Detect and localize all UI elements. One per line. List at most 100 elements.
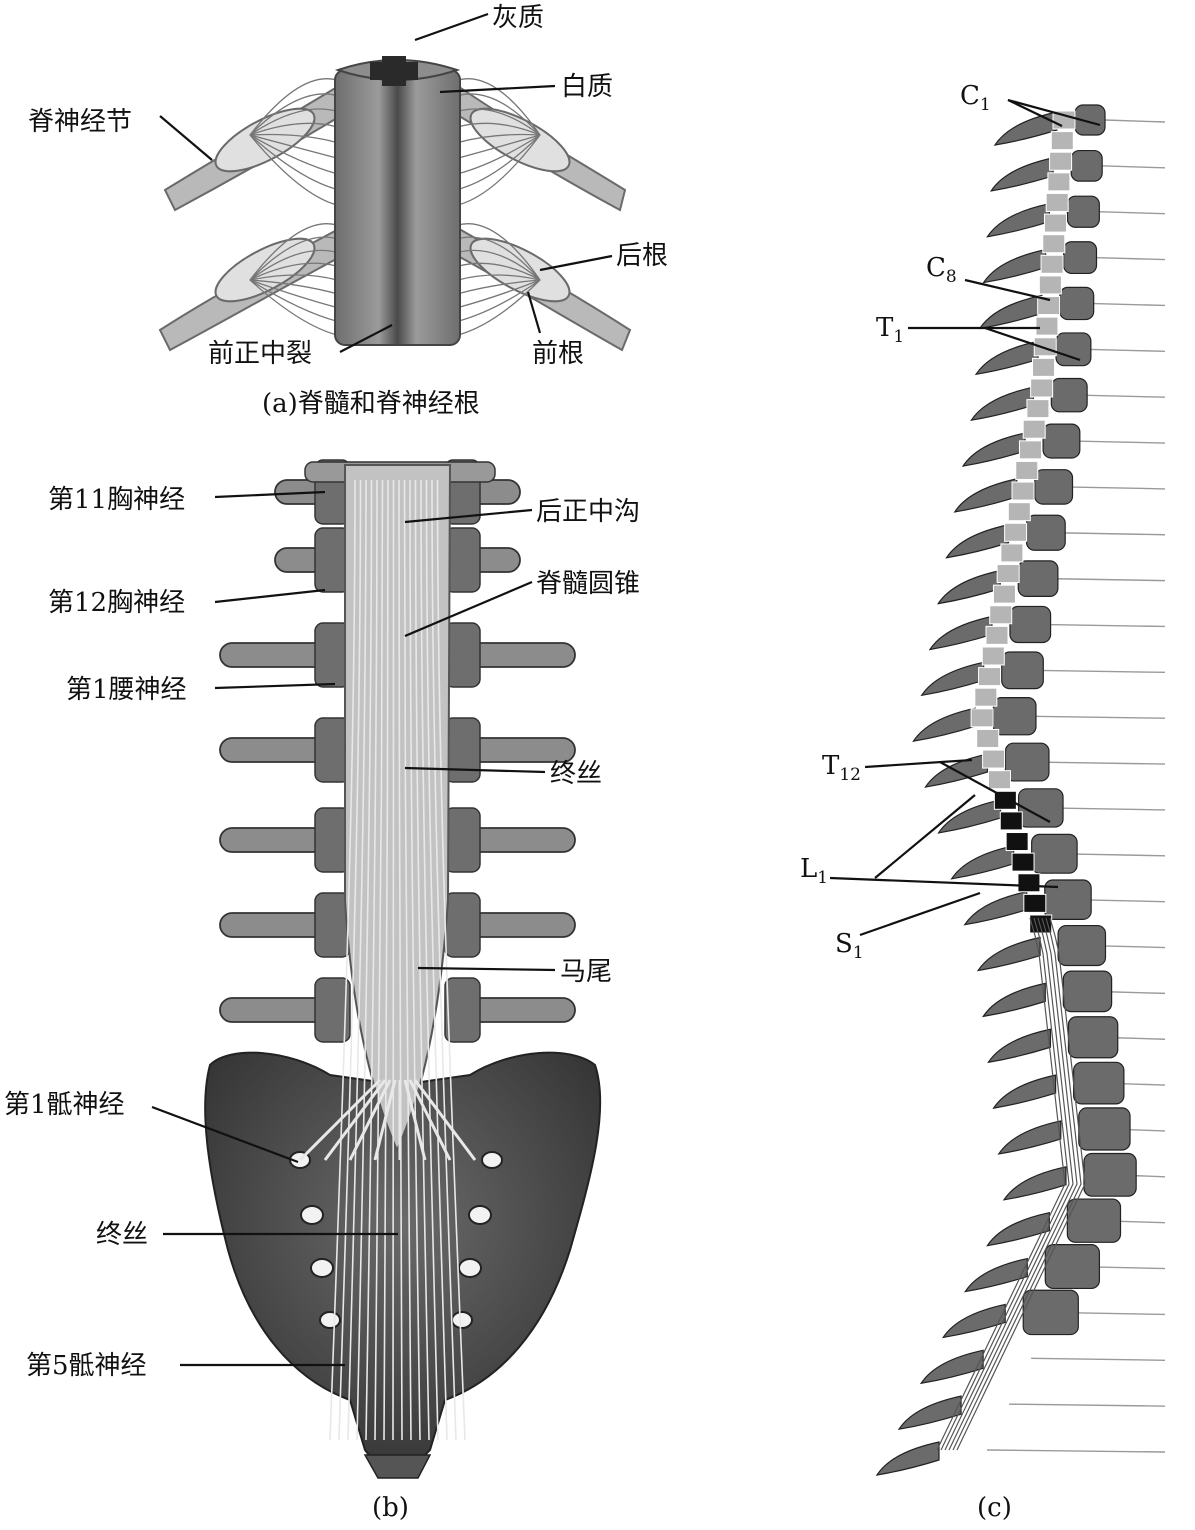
cord-segment — [1045, 192, 1069, 212]
spinous-process — [941, 1303, 1006, 1339]
spinous-process — [897, 1395, 962, 1430]
sacral-root — [413, 1079, 477, 1161]
spinous-process — [919, 1349, 984, 1385]
cord-segment — [1000, 543, 1024, 563]
vertebral-body — [1059, 286, 1095, 321]
cord-segment — [1030, 378, 1054, 398]
nerve-line — [1097, 211, 1166, 215]
spinous-process — [986, 1211, 1050, 1247]
cord-segment — [999, 811, 1023, 831]
leader-filum-upper — [404, 766, 546, 774]
vertebral-body — [1066, 1198, 1122, 1243]
caption-panel-c: (c) — [977, 1493, 1012, 1523]
leader-sacral-1 — [151, 1105, 299, 1164]
cauda-strand — [425, 479, 448, 1441]
leader-t12-b — [939, 761, 1051, 823]
cord-segment — [987, 770, 1011, 790]
leader-t1-b — [984, 326, 1081, 362]
label-anterior-median-fissure: 前正中裂 — [208, 339, 312, 369]
panel-a-spinal-cord-roots: 灰质 白质 脊神经节 后根 前根 前正中裂 (a)脊髓和脊神经根 — [28, 3, 668, 419]
nerve-line — [1035, 761, 1166, 765]
lamina-right — [444, 717, 481, 783]
leader-white-matter — [439, 84, 556, 94]
vertebral-body — [1067, 1016, 1119, 1059]
cauda-line — [936, 917, 1066, 1451]
segment-c1-letter: C — [960, 81, 980, 111]
rootlet-right — [457, 133, 541, 144]
spinous-process — [982, 248, 1047, 284]
leader-l1-b — [829, 876, 1059, 889]
vertebral-body — [1066, 195, 1100, 228]
label-cauda-equina: 马尾 — [560, 957, 612, 987]
cord-segment — [1017, 873, 1041, 893]
cauda-line — [944, 917, 1074, 1451]
cauda-line — [948, 917, 1078, 1451]
leader-lumbar-1 — [214, 682, 336, 690]
label-filum-upper: 终丝 — [550, 759, 602, 789]
rootlet-left — [249, 279, 338, 295]
cord-segment — [976, 728, 1000, 748]
cord-segment — [981, 646, 1005, 666]
label-segment-t1: T1 — [876, 313, 904, 347]
segment-s1-letter: S — [835, 929, 853, 959]
cord-segment — [1026, 399, 1050, 419]
segment-t1-letter: T — [876, 313, 894, 343]
vertebral-body — [1055, 332, 1092, 367]
cauda-strand — [365, 479, 378, 1441]
spinous-process — [992, 1074, 1057, 1109]
rootlet-right — [457, 279, 541, 336]
vertebral-body — [1062, 970, 1113, 1013]
rootlet-left — [249, 274, 338, 281]
nerve-line — [1064, 486, 1166, 490]
cord-segment — [970, 708, 994, 728]
leader-c1-b — [1007, 98, 1101, 127]
leader-anterior-median-fissure — [339, 324, 393, 353]
nerve-line — [1048, 807, 1166, 811]
rootlet-left — [249, 93, 338, 136]
cauda-strand — [420, 479, 439, 1441]
rootlet-right — [457, 274, 541, 281]
cauda-equina-strands — [298, 479, 477, 1441]
spinous-process — [989, 157, 1054, 192]
vertebral-body — [1057, 924, 1107, 967]
cord-segment — [1023, 893, 1047, 913]
sacral-root — [373, 1079, 397, 1161]
segment-c8-sub: 8 — [946, 267, 957, 287]
nerve-line — [1073, 440, 1166, 444]
label-filum-lower: 终丝 — [96, 1220, 148, 1250]
cord-segment — [1015, 460, 1039, 480]
nerve-line — [1031, 1357, 1166, 1361]
sacral-root — [348, 1079, 392, 1161]
panel-b-cauda-equina: 第11胸神经 第12胸神经 第1腰神经 第1骶神经 终丝 第5骶神经 后正中沟 … — [4, 459, 640, 1523]
sacral-root — [408, 1079, 452, 1161]
spinous-process — [945, 524, 1010, 559]
cord-segment — [1007, 502, 1031, 522]
nerve-line — [1009, 1403, 1166, 1407]
label-anterior-root: 前根 — [532, 339, 584, 369]
rootlet-right — [457, 108, 541, 136]
label-thoracic-12: 第12胸神经 — [48, 588, 185, 618]
nerve-line — [1039, 623, 1166, 628]
segment-t1-sub: 1 — [893, 327, 904, 347]
cord-segment — [992, 584, 1016, 604]
vertebral-body — [1017, 560, 1059, 597]
rootlet-right — [457, 279, 541, 322]
label-lumbar-1: 第1腰神经 — [66, 675, 187, 705]
spinous-process — [974, 340, 1039, 376]
cauda-strand — [414, 479, 430, 1441]
cord-segment — [1004, 522, 1028, 542]
cord-segment — [1043, 213, 1067, 233]
cauda-strand — [356, 479, 373, 1441]
leader-thoracic-11 — [214, 490, 326, 499]
cord-segment — [1038, 275, 1062, 295]
rootlet-left — [249, 279, 338, 322]
nerve-line — [1031, 669, 1166, 674]
cord-segment — [989, 605, 1013, 625]
vertebral-body — [1004, 742, 1050, 782]
cord-segment — [1018, 440, 1042, 460]
segment-l1-letter: L — [800, 854, 817, 884]
spinous-process — [976, 936, 1041, 972]
spinous-process — [928, 615, 993, 651]
label-segment-c8: C8 — [926, 253, 957, 287]
